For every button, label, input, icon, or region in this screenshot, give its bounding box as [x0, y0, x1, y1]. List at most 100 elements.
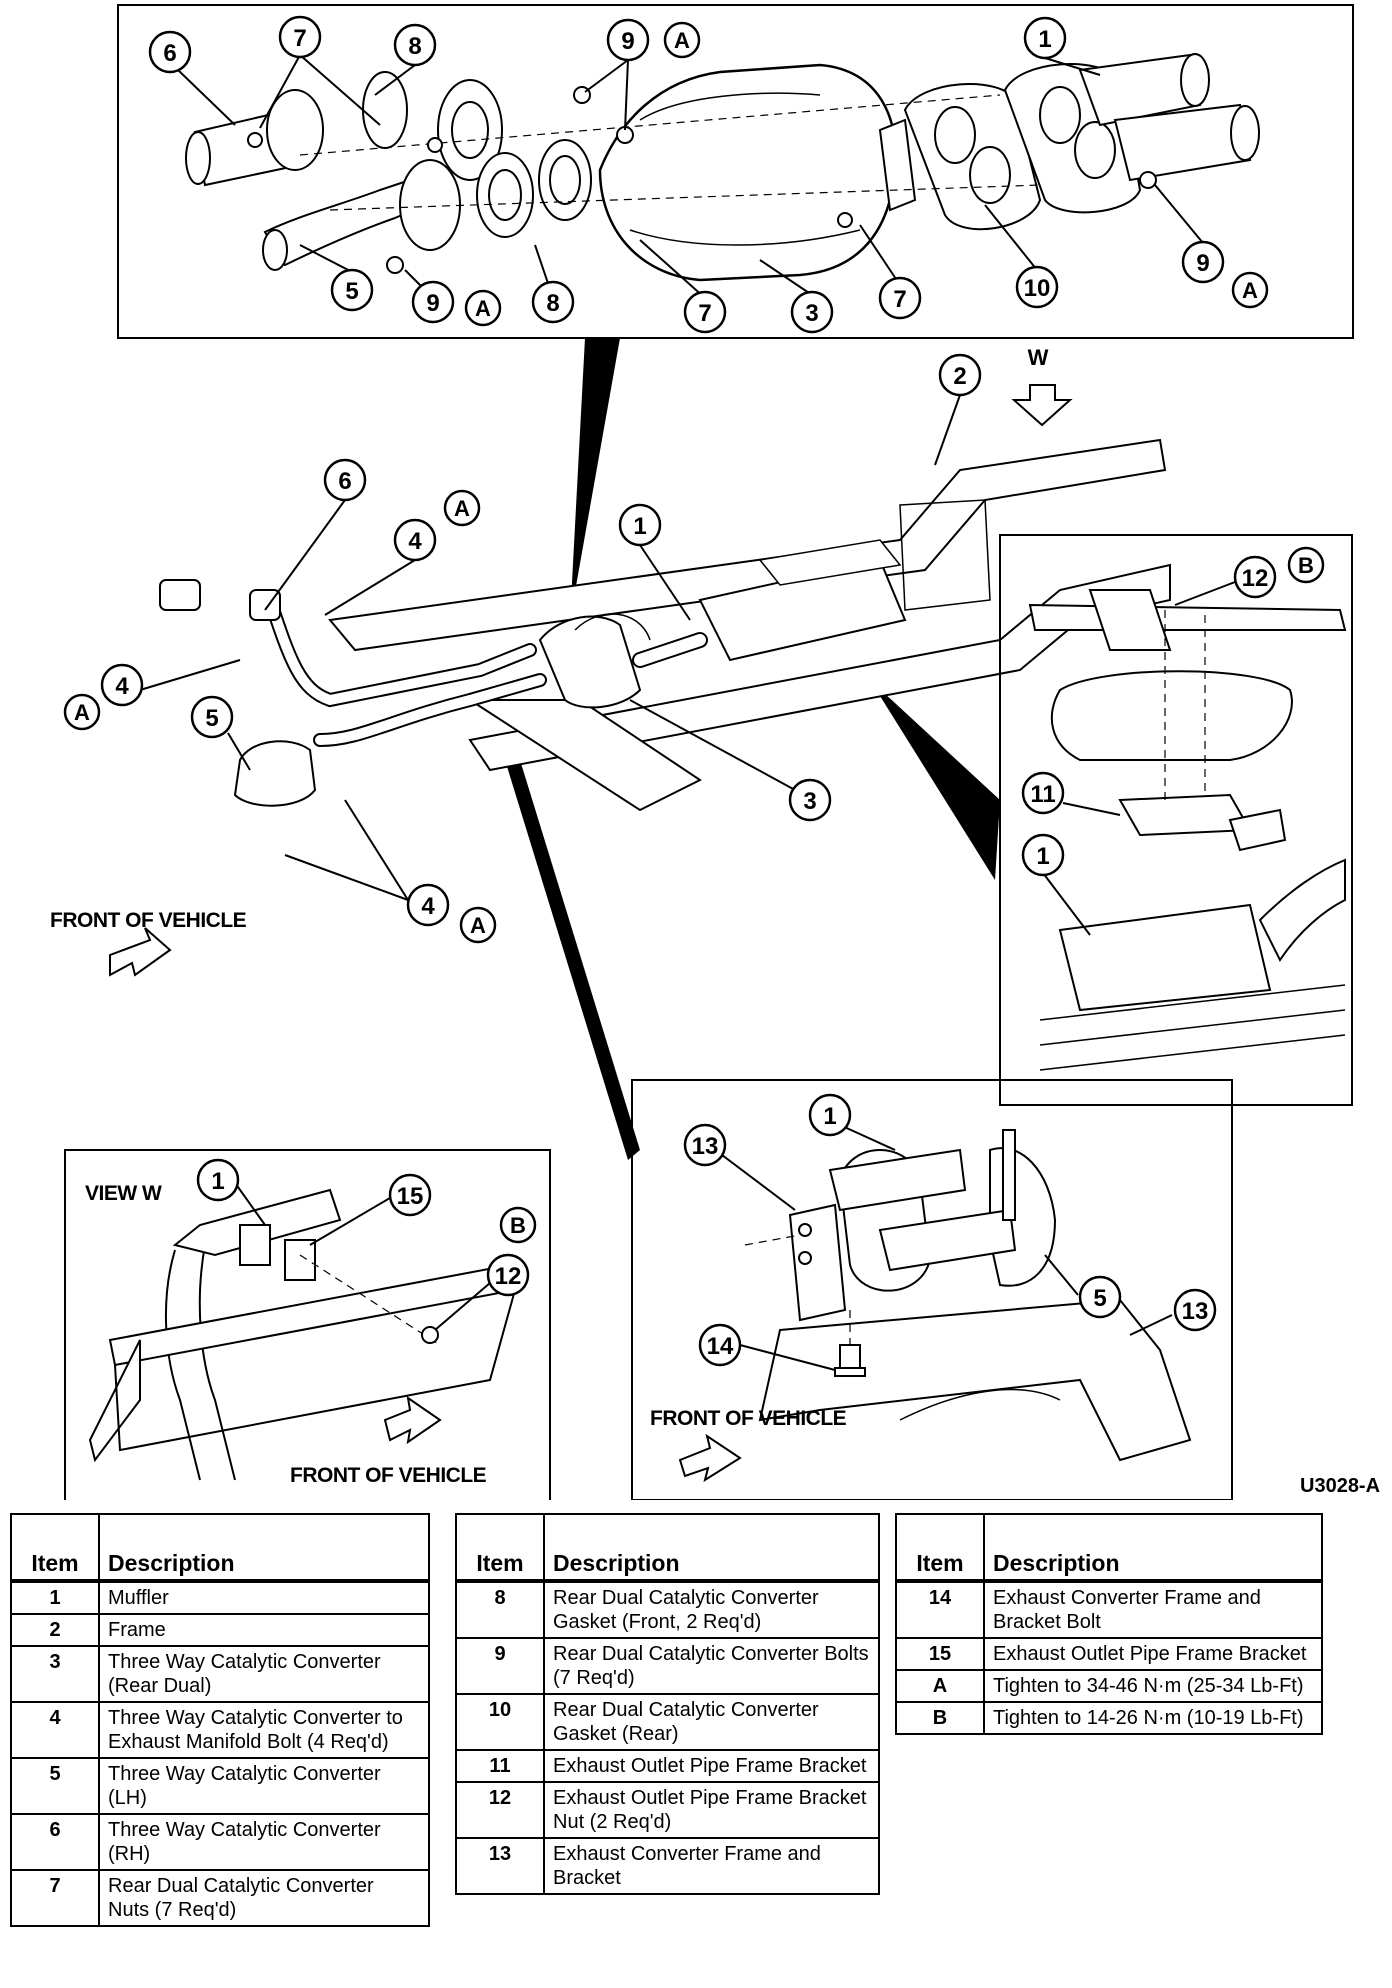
callout-top-6: 6 [163, 40, 176, 67]
callout-w-12: 12 [495, 1263, 522, 1290]
callout-right-b: B [1298, 553, 1314, 578]
legend-item-description: Frame [98, 1613, 430, 1647]
callout-top-9b: 9 [426, 290, 439, 317]
legend-item-number: 13 [455, 1837, 545, 1895]
callout-top-a3: A [1242, 278, 1258, 303]
callout-top-10: 10 [1024, 275, 1051, 302]
front-of-vehicle-label: FRONT OF VEHICLE [50, 909, 247, 932]
legend-item-number: 8 [455, 1580, 545, 1639]
exhaust-system-diagram: 6 7 8 9 A 1 5 9 A 8 7 3 7 10 9 A [50, 4, 1380, 1500]
legend-item-number: 14 [895, 1580, 985, 1639]
callout-top-8: 8 [408, 33, 421, 60]
legend-item-description: Rear Dual Catalytic Converter Gasket (Fr… [543, 1580, 880, 1639]
callout-top-5: 5 [345, 278, 358, 305]
callout-top-8b: 8 [546, 290, 559, 317]
inset-pointer-bracket [505, 760, 640, 1160]
callout-w-1: 1 [211, 1168, 224, 1195]
callout-top-a: A [674, 28, 690, 53]
legend-item-number: 6 [10, 1813, 100, 1871]
legend-item-description: Exhaust Outlet Pipe Frame Bracket [983, 1637, 1323, 1671]
callout-main-a2: A [74, 700, 90, 725]
callout-main-5: 5 [205, 705, 218, 732]
callout-top-3: 3 [805, 300, 818, 327]
callout-main-4: 4 [408, 528, 422, 555]
legend-item-description: Exhaust Outlet Pipe Frame Bracket Nut (2… [543, 1781, 880, 1839]
legend-item-number: 10 [455, 1693, 545, 1751]
view-w-title: VIEW W [85, 1182, 162, 1205]
legend-item-number: A [895, 1669, 985, 1703]
bracket-front-arrow-icon [678, 1433, 742, 1483]
legend-item-number: 5 [10, 1757, 100, 1815]
view-w-inset: VIEW W FRONT OF VEHICLE 1 15 B 12 [64, 1149, 551, 1500]
callout-w-b: B [510, 1213, 526, 1238]
callout-main-2: 2 [953, 363, 966, 390]
callout-top-a2: A [475, 296, 491, 321]
legend-item-description: Three Way Catalytic Converter to Exhaust… [98, 1701, 430, 1759]
callout-top-9c: 9 [1196, 250, 1209, 277]
callout-bracket-14: 14 [707, 1333, 734, 1360]
view-w-arrow [1011, 384, 1073, 427]
legend-item-description: Three Way Catalytic Converter (RH) [98, 1813, 430, 1871]
legend-item-description: Muffler [98, 1580, 430, 1615]
callout-right-11: 11 [1030, 781, 1055, 808]
legend-item-description: Rear Dual Catalytic Converter Nuts (7 Re… [98, 1869, 430, 1927]
callout-bracket-1: 1 [823, 1103, 836, 1130]
front-arrow-icon [109, 927, 172, 977]
legend-item-number: 15 [895, 1637, 985, 1671]
callout-main-1: 1 [633, 513, 646, 540]
legend-header-description: Description [98, 1513, 430, 1583]
callout-top-1: 1 [1038, 26, 1051, 53]
legend-item-number: 3 [10, 1645, 100, 1703]
legend-item-number: 9 [455, 1637, 545, 1695]
main-exhaust-view: W FRONT OF VEHICLE 2 6 A 4 1 4 A 5 3 4 A [50, 345, 1171, 977]
callout-main-a: A [454, 496, 470, 521]
legend-item-number: 12 [455, 1781, 545, 1839]
view-w-arrow-label: W [1028, 345, 1049, 370]
callout-bracket-13: 13 [692, 1133, 719, 1160]
callout-w-15: 15 [397, 1183, 424, 1210]
callout-bracket-5: 5 [1093, 1285, 1106, 1312]
legend-header-description: Description [983, 1513, 1323, 1583]
legend-item-description: Exhaust Outlet Pipe Frame Bracket [543, 1749, 880, 1783]
legend-item-number: 11 [455, 1749, 545, 1783]
callout-main-4b: 4 [115, 673, 129, 700]
legend-item-description: Three Way Catalytic Converter (Rear Dual… [98, 1645, 430, 1703]
legend-item-description: Three Way Catalytic Converter (LH) [98, 1757, 430, 1815]
right-bracket-inset: 12 B 11 1 [999, 534, 1353, 1106]
legend-header-item: Item [455, 1513, 545, 1583]
callout-bracket-13b: 13 [1182, 1298, 1209, 1325]
callout-top-9: 9 [621, 28, 634, 55]
callout-right-12: 12 [1242, 565, 1269, 592]
legend-header-item: Item [10, 1513, 100, 1583]
inset-pointer-top [570, 338, 620, 620]
callout-main-3: 3 [803, 788, 816, 815]
legend-item-number: 7 [10, 1869, 100, 1927]
converter-bracket-inset: FRONT OF VEHICLE 13 1 5 13 14 [631, 1079, 1233, 1500]
callout-right-1: 1 [1036, 843, 1049, 870]
figure-id: U3028-A [1300, 1475, 1380, 1497]
view-w-front-arrow-icon [383, 1395, 442, 1445]
legend-item-number: 1 [10, 1580, 100, 1615]
legend-item-number: 4 [10, 1701, 100, 1759]
top-exploded-inset: 6 7 8 9 A 1 5 9 A 8 7 3 7 10 9 A [117, 4, 1354, 339]
callout-main-a3: A [470, 913, 486, 938]
